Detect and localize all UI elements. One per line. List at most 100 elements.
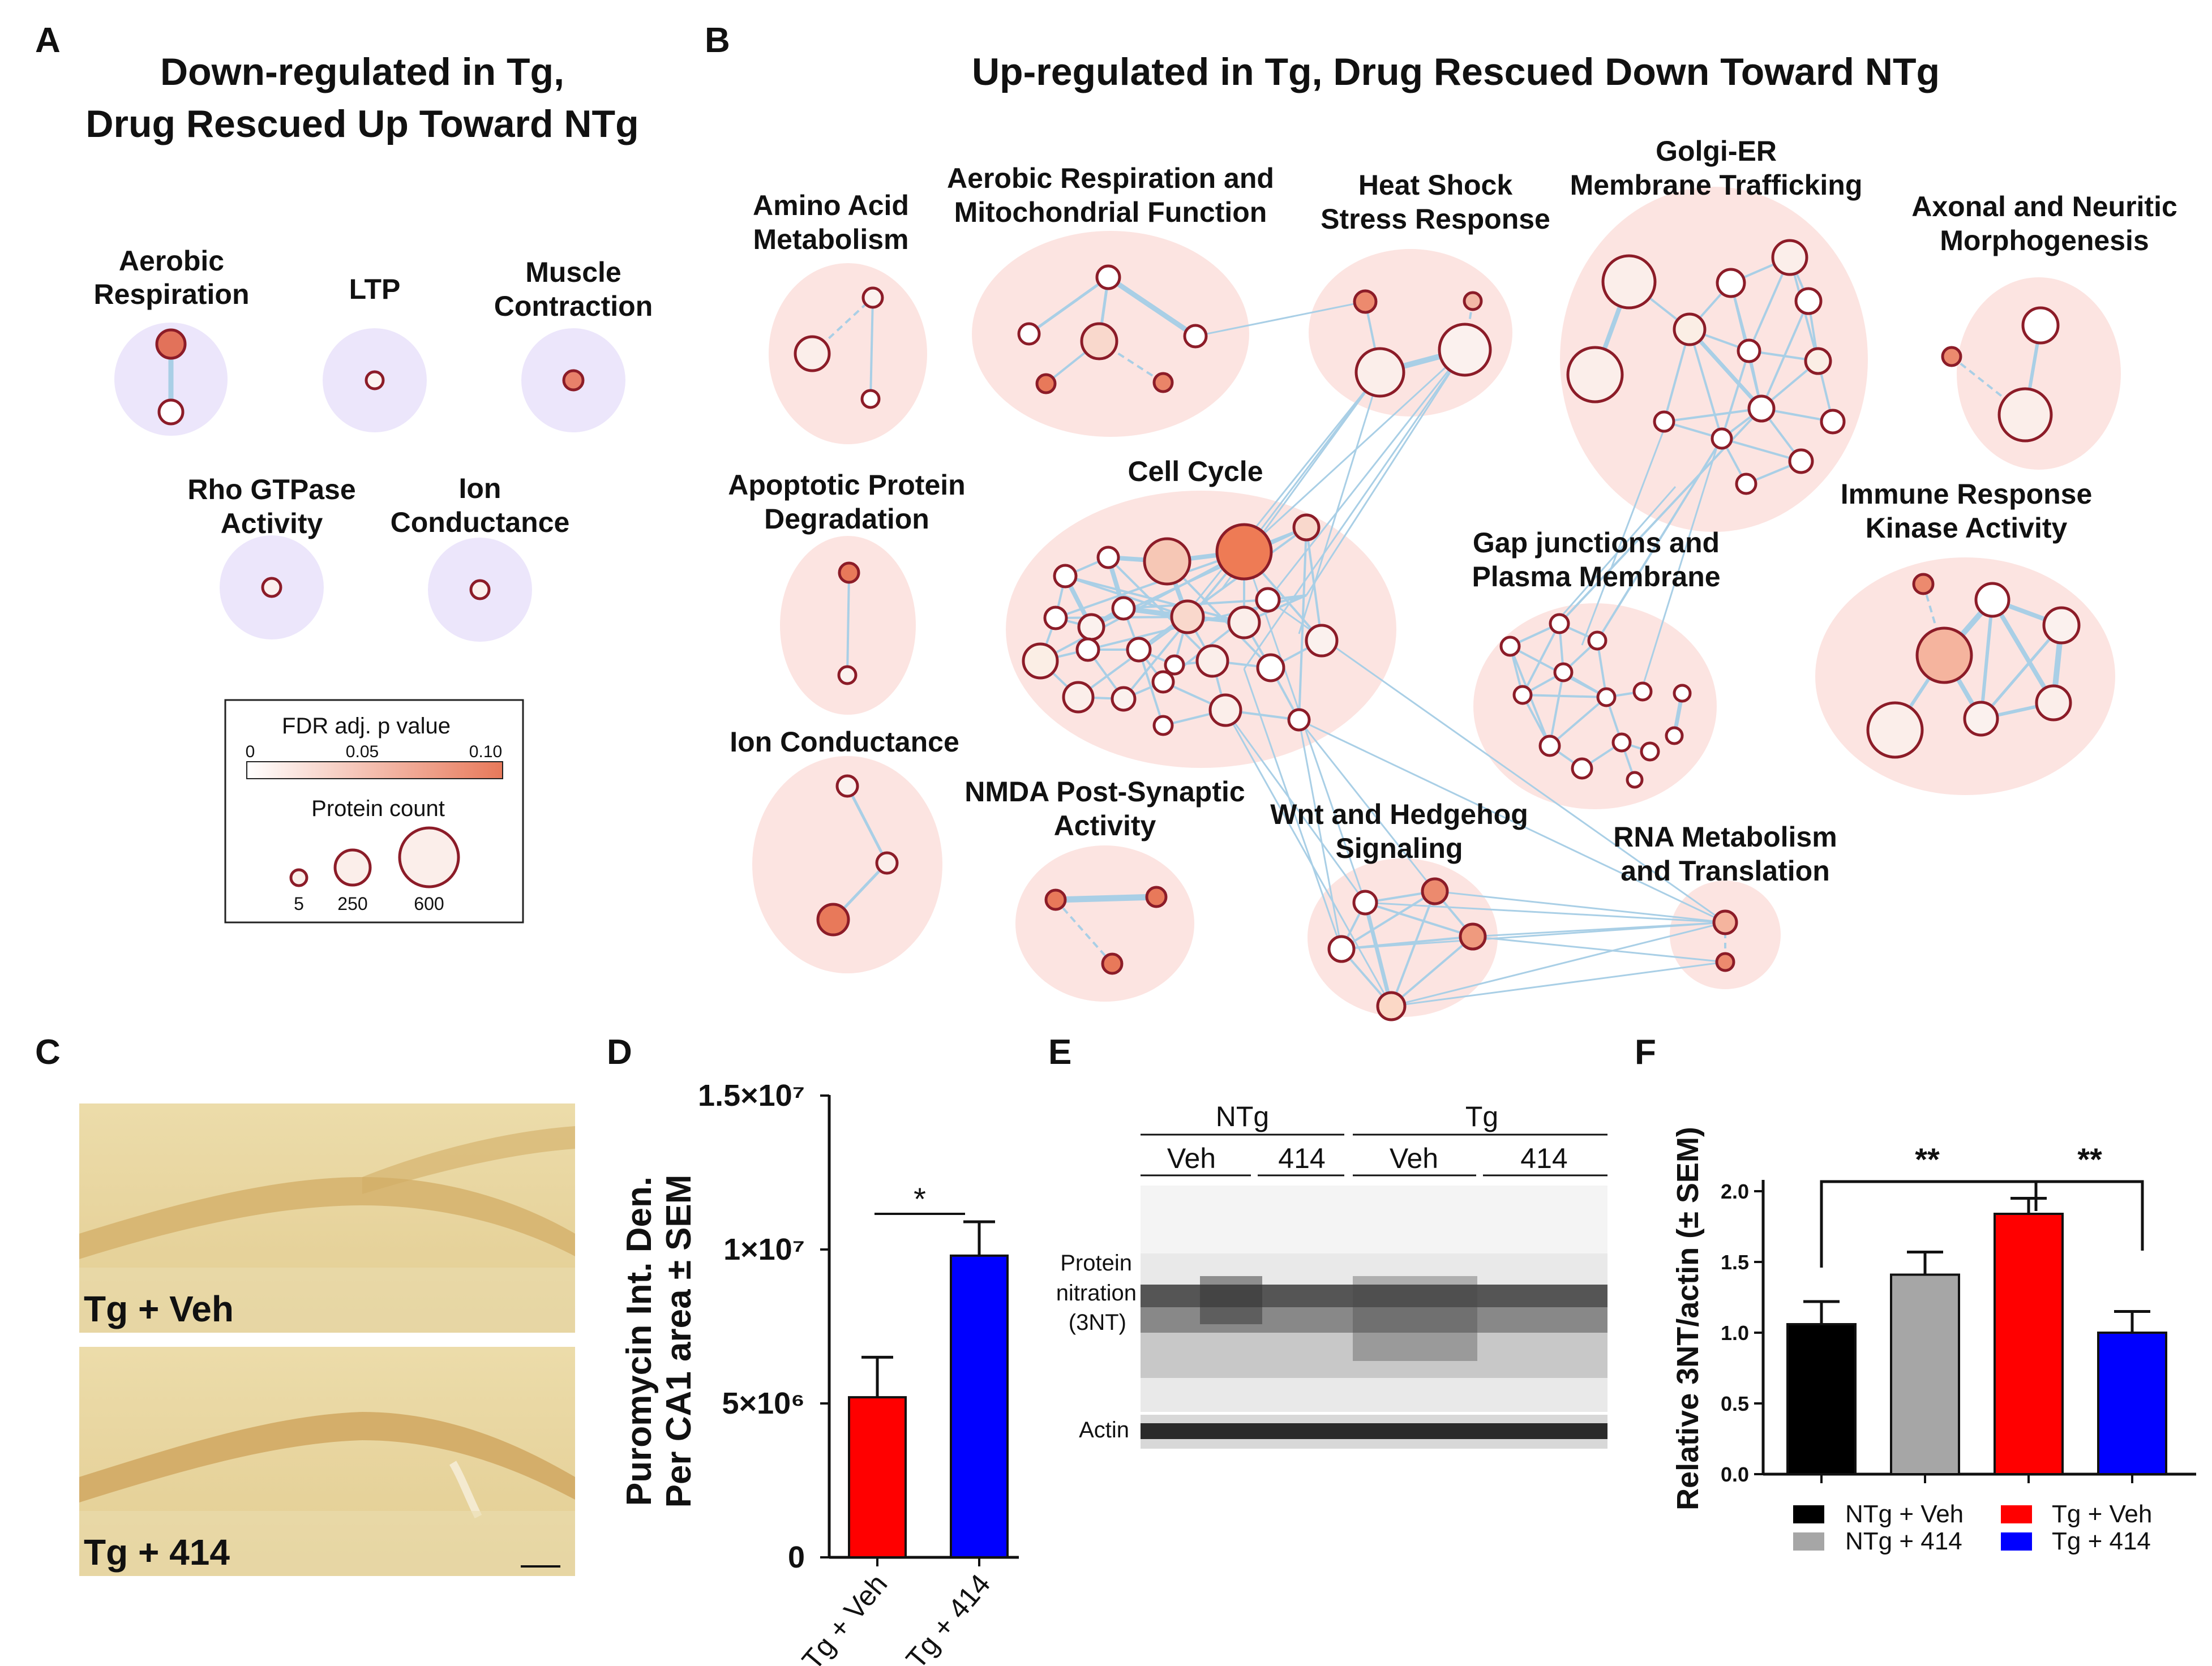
network-node [1794, 287, 1823, 315]
legend-count-5: 5 [294, 894, 304, 914]
panel-c-label: C [35, 1033, 61, 1072]
legend-swatch [1793, 1505, 1824, 1523]
legend-swatch [2001, 1505, 2032, 1523]
network-node [1256, 653, 1285, 682]
cluster-b-immune-line1: Immune Response [1841, 478, 2093, 510]
xtick-label: Tg + Veh [796, 1568, 893, 1666]
legend-entry: Tg + 414 [2052, 1527, 2151, 1555]
legend-fdr-title: FDR adj. p value [282, 714, 451, 738]
legend-entry: NTg + Veh [1845, 1500, 1964, 1528]
legend-count-title: Protein count [311, 796, 445, 821]
network-node [1017, 322, 1041, 346]
network-node [1716, 268, 1746, 298]
panel-a-label: A [35, 21, 61, 60]
network-node [1538, 735, 1561, 757]
size-key-medium [333, 848, 372, 887]
network-node [1866, 701, 1924, 759]
network-node [1673, 684, 1692, 703]
network-node [1566, 346, 1624, 403]
network-node [1571, 757, 1593, 780]
blot-label-line2: nitration [1056, 1281, 1137, 1306]
micrograph-tg-414 [79, 1347, 575, 1576]
network-node [1354, 347, 1405, 398]
network-node [1152, 715, 1174, 736]
cluster-b-aerobic-line2: Mitochondrial Function [954, 196, 1267, 228]
chart-f-legend: NTg + Veh NTg + 414 Tg + Veh Tg + 414 [1793, 1500, 2152, 1555]
network-node [1143, 537, 1191, 586]
label-tg-veh: Tg + Veh [84, 1289, 234, 1329]
network-node [1788, 448, 1814, 474]
network-node [1737, 338, 1761, 363]
panel-d-ylabel-line1: Puromycin Int. Den. [620, 1176, 659, 1506]
cluster-a-muscle-line1: Muscle [525, 256, 621, 288]
network-node [1596, 687, 1617, 707]
network-node [1997, 387, 2053, 443]
network-node [794, 335, 831, 372]
panel-a-title-line1: Down-regulated in Tg, [160, 50, 564, 93]
micrograph-tg-veh [79, 1103, 575, 1333]
sub-label: 414 [1278, 1143, 1325, 1174]
network-node [835, 774, 859, 798]
network-node [1101, 952, 1124, 975]
bar-ntg-veh [1786, 1323, 1857, 1475]
cluster-b-ion: Ion Conductance [730, 726, 959, 758]
cluster-a-rho-line1: Rho GTPase [187, 474, 355, 505]
group-ntg: NTg [1216, 1101, 1269, 1132]
legend-count-250: 250 [337, 894, 367, 914]
network-node [1075, 637, 1100, 662]
significance-bracket [1820, 1180, 2144, 1268]
panel-b-title: Up-regulated in Tg, Drug Rescued Down To… [972, 50, 1940, 93]
label-tg-414: Tg + 414 [84, 1532, 230, 1573]
panel-d-ylabel-line2: Per CA1 area ± SEM [659, 1175, 698, 1508]
network-node [1963, 701, 1999, 737]
panel-a-title-line2: Drug Rescued Up Toward NTg [85, 102, 638, 145]
network-node [1195, 644, 1229, 678]
network-node [1183, 324, 1208, 349]
network-node [1735, 473, 1757, 495]
network-node [1549, 613, 1570, 634]
panel-b-network [752, 187, 2121, 1021]
ytick-label: 5×10⁶ [722, 1386, 805, 1420]
network-node [2021, 306, 2060, 345]
network-node [261, 577, 282, 598]
ytick-label: 2.0 [1721, 1180, 1749, 1203]
network-node [1673, 312, 1707, 346]
network-node [157, 398, 185, 426]
blot-label-line3: (3NT) [1069, 1310, 1126, 1335]
network-node [1053, 564, 1078, 589]
legend-fdr-tick-2: 0.10 [469, 742, 502, 761]
network-node [1077, 613, 1105, 641]
network-node [1438, 323, 1492, 377]
network-node [365, 370, 385, 390]
network-node [1043, 606, 1068, 630]
western-blot: NTg Tg Veh 414 Veh 414 Protein nitration… [1056, 1101, 1607, 1449]
network-node [1080, 322, 1118, 360]
network-node [1553, 662, 1574, 682]
network-node [1941, 346, 1962, 367]
network-node [1512, 685, 1533, 705]
chart-d: 0 5×10⁶ 1×10⁷ 1.5×10⁷ * Tg + Veh Tg + 41… [698, 1079, 1019, 1666]
network-node [1711, 427, 1733, 450]
sub-label: 414 [1520, 1143, 1567, 1174]
cluster-b-immune-line2: Kinase Activity [1866, 512, 2068, 544]
blot-label-line1: Protein [1060, 1251, 1132, 1276]
cluster-a-aerobic-line1: Aerobic [119, 245, 224, 277]
ytick-label: 1.5×10⁷ [698, 1079, 805, 1113]
cluster-a-muscle-line2: Contraction [494, 290, 653, 322]
network-node [562, 369, 585, 392]
legend-fdr-tick-0: 0 [246, 742, 255, 761]
bar-tg-veh [848, 1396, 907, 1559]
cluster-b-heat-line2: Stress Response [1321, 203, 1550, 235]
significance-star: * [914, 1181, 926, 1217]
network-node [1632, 681, 1653, 702]
network-node [837, 665, 858, 685]
network-node [1715, 952, 1735, 972]
network-node [1912, 573, 1935, 595]
network-node [1152, 372, 1174, 393]
ytick-label: 1.0 [1721, 1321, 1749, 1345]
network-node [1915, 626, 1973, 684]
cluster-b-apoptotic-line1: Apoptotic Protein [728, 469, 965, 501]
network-node [1771, 239, 1808, 276]
network-node [1376, 991, 1407, 1021]
ytick-label: 0.0 [1721, 1463, 1749, 1486]
